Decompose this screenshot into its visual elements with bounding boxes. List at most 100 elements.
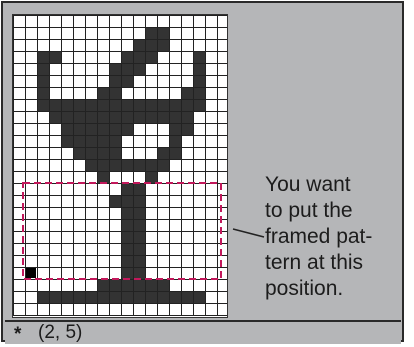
pixel-cell-filled (133, 159, 145, 171)
pixel-cell-filled (121, 159, 133, 171)
pixel-cell-filled (85, 111, 97, 123)
pixel-cell-filled (133, 267, 145, 279)
pixel-cell-filled (145, 39, 157, 51)
pixel-cell-filled (85, 135, 97, 147)
pixel-cell-filled (145, 279, 157, 291)
pixel-cell-filled (109, 63, 121, 75)
pixel-grid-canvas[interactable] (12, 14, 228, 318)
pixel-cell-filled (85, 123, 97, 135)
pixel-cell-filled (49, 51, 61, 63)
pixel-cell-filled (145, 291, 157, 303)
pixel-cell-filled (145, 171, 157, 183)
pixel-cell-filled (133, 279, 145, 291)
pixel-grid-svg[interactable] (13, 15, 227, 317)
pixel-cell-filled (61, 291, 73, 303)
pixel-cell-filled (157, 99, 169, 111)
pixel-cell-filled (169, 123, 181, 135)
pixel-cell-filled (133, 243, 145, 255)
pixel-cell-filled (157, 147, 169, 159)
pixel-cell-filled (157, 39, 169, 51)
pixel-cell-filled (37, 291, 49, 303)
pixel-cell-filled (121, 195, 133, 207)
pixel-cell-filled (37, 63, 49, 75)
pixel-cell-filled (49, 111, 61, 123)
pixel-cell-filled (97, 147, 109, 159)
pixel-cell-filled (145, 99, 157, 111)
pixel-cell-filled (109, 195, 121, 207)
pixel-cell-filled (193, 99, 205, 111)
pixel-cell-filled (61, 123, 73, 135)
pixel-cell-filled (73, 123, 85, 135)
pixel-cell-filled (121, 51, 133, 63)
pixel-cell-filled (121, 279, 133, 291)
pixel-cell-filled (121, 75, 133, 87)
pixel-cell-filled (97, 123, 109, 135)
pixel-cell-filled (133, 219, 145, 231)
pixel-cell-filled (133, 39, 145, 51)
pixel-cell-filled (133, 183, 145, 195)
pixel-cell-filled (37, 75, 49, 87)
cursor-marker: * (14, 324, 21, 346)
pixel-cell-filled (97, 159, 109, 171)
pixel-cell-filled (85, 291, 97, 303)
pixel-cell-filled (73, 111, 85, 123)
pixel-cell-filled (133, 51, 145, 63)
pixel-cell-filled (133, 99, 145, 111)
pixel-cell-filled (97, 279, 109, 291)
pixel-cell-filled (181, 99, 193, 111)
pixel-cell-filled (109, 99, 121, 111)
pixel-cell-filled (181, 111, 193, 123)
pixel-cell-filled (97, 99, 109, 111)
pixel-cell-filled (181, 123, 193, 135)
pixel-cell-filled (169, 99, 181, 111)
pixel-cell-filled (169, 135, 181, 147)
instruction-line-5: position. (265, 276, 393, 302)
pixel-cell-filled (109, 279, 121, 291)
pixel-cell-filled (121, 291, 133, 303)
pixel-cell-filled (121, 99, 133, 111)
pixel-cell-filled (157, 159, 169, 171)
pixel-cell-filled (73, 147, 85, 159)
pixel-cell-filled (85, 159, 97, 171)
cursor-cell[interactable] (26, 268, 36, 278)
pixel-cell-filled (193, 87, 205, 99)
pixel-cell-filled (145, 159, 157, 171)
pixel-cell-filled (157, 111, 169, 123)
instruction-line-2: to put the (265, 198, 393, 224)
pixel-cell-filled (121, 111, 133, 123)
pixel-cell-filled (121, 219, 133, 231)
pixel-cell-filled (97, 171, 109, 183)
cursor-coordinates: (2, 5) (38, 322, 82, 344)
pixel-cell-filled (133, 195, 145, 207)
pixel-cell-filled (157, 279, 169, 291)
pixel-cell-filled (109, 75, 121, 87)
pixel-cell-filled (121, 123, 133, 135)
pixel-cell-filled (121, 63, 133, 75)
pixel-cell-filled (145, 111, 157, 123)
instruction-line-3: framed pat- (265, 224, 393, 250)
pixel-cell-filled (121, 231, 133, 243)
editor-window: You want to put the framed pat- tern at … (1, 1, 404, 342)
pixel-cell-filled (73, 99, 85, 111)
pixel-cell-filled (133, 291, 145, 303)
pixel-cell-filled (133, 231, 145, 243)
pixel-cell-filled (157, 27, 169, 39)
pixel-cell-filled (61, 99, 73, 111)
pixel-cell-filled (121, 267, 133, 279)
pixel-cell-filled (181, 87, 193, 99)
pixel-cell-filled (109, 147, 121, 159)
pixel-cell-filled (145, 27, 157, 39)
pixel-cell-filled (85, 99, 97, 111)
pixel-cell-filled (181, 291, 193, 303)
pixel-cell-filled (157, 291, 169, 303)
pixel-cell-filled (121, 207, 133, 219)
pixel-cell-filled (85, 147, 97, 159)
pixel-cell-filled (73, 135, 85, 147)
pixel-cell-filled (121, 255, 133, 267)
pixel-cell-filled (37, 51, 49, 63)
pixel-cell-filled (49, 291, 61, 303)
pixel-cell-filled (109, 123, 121, 135)
pixel-cell-filled (133, 207, 145, 219)
pixel-cell-filled (97, 111, 109, 123)
pixel-cell-filled (97, 291, 109, 303)
